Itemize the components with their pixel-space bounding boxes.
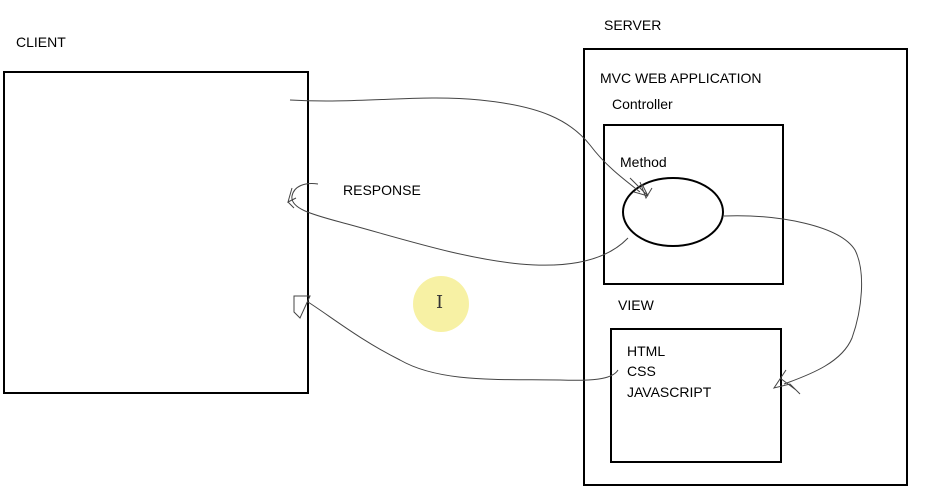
controller-label: Controller — [612, 96, 673, 112]
view-item-javascript: JAVASCRIPT — [627, 384, 712, 400]
response-arrow — [291, 183, 629, 266]
client-label: CLIENT — [16, 34, 66, 50]
client-arrowhead — [293, 295, 311, 319]
view-item-css: CSS — [627, 363, 656, 379]
cursor-highlight — [413, 276, 469, 332]
request-arrowhead — [629, 177, 653, 200]
view-to-client-arrow — [307, 301, 619, 381]
request-arrow — [289, 97, 641, 193]
client-box — [3, 71, 309, 394]
method-ellipse — [622, 177, 724, 247]
text-cursor-icon: I — [436, 292, 444, 313]
response-label: RESPONSE — [343, 182, 421, 198]
server-label: SERVER — [604, 17, 662, 33]
view-box — [610, 328, 782, 463]
view-label: VIEW — [618, 297, 654, 313]
app-label: MVC WEB APPLICATION — [600, 70, 762, 86]
controller-box — [603, 124, 784, 285]
response-arrowhead — [287, 187, 297, 209]
method-to-view-arrow — [723, 215, 863, 385]
server-box — [583, 48, 908, 486]
view-arrowhead — [772, 369, 801, 395]
method-label: Method — [620, 154, 667, 170]
view-item-html: HTML — [627, 343, 666, 359]
